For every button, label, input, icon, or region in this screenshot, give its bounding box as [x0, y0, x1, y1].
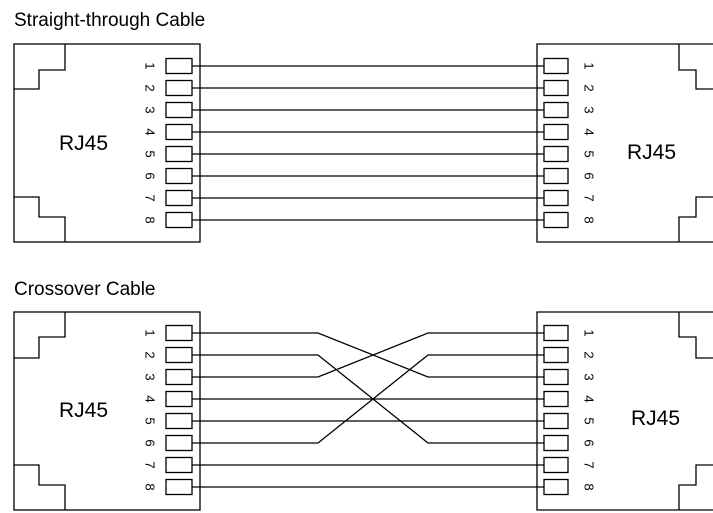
right-pin-number: 2 — [582, 84, 597, 91]
right-pin-box — [543, 145, 569, 163]
right-top-latch — [678, 312, 713, 359]
left-pin-number: 6 — [143, 172, 158, 179]
left-pin-box — [165, 346, 193, 364]
right-connector-body — [536, 311, 713, 511]
left-pin-box — [165, 478, 193, 496]
left-rj45-connector: RJ45 — [13, 43, 201, 243]
right-pin-number: 5 — [582, 417, 597, 424]
left-bottom-latch — [14, 196, 66, 242]
right-pin-number: 1 — [582, 329, 597, 336]
right-pin-box — [543, 368, 569, 386]
left-pin-box — [165, 145, 193, 163]
right-pin-number: 3 — [582, 106, 597, 113]
right-pin-box — [543, 57, 569, 75]
right-pin-box — [543, 167, 569, 185]
pins-left-straight-through: 1 2 3 4 5 6 7 8 — [143, 57, 193, 229]
right-connector-body — [536, 43, 713, 243]
left-top-latch — [14, 44, 66, 90]
right-rj45-connector: RJ45 — [536, 43, 713, 243]
right-pin-box — [543, 434, 569, 452]
left-pin-box — [165, 167, 193, 185]
left-pin-number: 1 — [143, 62, 158, 69]
left-pin-number: 2 — [143, 351, 158, 358]
left-top-latch — [14, 312, 66, 359]
left-bottom-latch — [14, 464, 66, 510]
left-pin-number: 1 — [143, 329, 158, 336]
left-rj45-label: RJ45 — [59, 132, 108, 155]
right-pin-box — [543, 456, 569, 474]
right-pin-box — [543, 346, 569, 364]
right-top-latch — [678, 44, 713, 90]
left-pin-box — [165, 456, 193, 474]
left-pin-number: 6 — [143, 439, 158, 446]
left-pin-number: 7 — [143, 194, 158, 201]
left-pin-box — [165, 390, 193, 408]
pins-right-straight-through: 1 2 3 4 5 6 7 8 — [543, 57, 597, 229]
right-pin-box — [543, 211, 569, 229]
right-rj45-label: RJ45 — [631, 407, 680, 430]
left-pin-box — [165, 123, 193, 141]
right-pin-box — [543, 390, 569, 408]
left-rj45-connector-crossover: RJ45 — [13, 311, 201, 511]
pins-right-crossover: 1 2 3 4 5 6 7 8 — [543, 324, 597, 496]
left-pin-box — [165, 324, 193, 342]
right-pin-number: 2 — [582, 351, 597, 358]
left-pin-box — [165, 101, 193, 119]
left-pin-number: 3 — [143, 106, 158, 113]
right-pin-number: 8 — [582, 483, 597, 490]
left-pin-number: 4 — [143, 128, 158, 135]
right-pin-number: 4 — [582, 128, 597, 135]
left-pin-box — [165, 79, 193, 97]
right-pin-number: 7 — [582, 461, 597, 468]
right-bottom-latch — [678, 196, 713, 242]
right-pin-number: 1 — [582, 62, 597, 69]
left-pin-box — [165, 57, 193, 75]
crossover-diagram: Crossover Cable RJ45 RJ45 1 2 3 4 5 6 7 8 1 2 3 4 5… — [13, 279, 713, 511]
left-pin-number: 8 — [143, 216, 158, 223]
wires-crossover — [192, 332, 544, 488]
left-pin-box — [165, 434, 193, 452]
pins-left-crossover: 1 2 3 4 5 6 7 8 — [143, 324, 193, 496]
left-connector-body — [13, 43, 201, 243]
left-pin-number: 5 — [143, 150, 158, 157]
left-pin-number: 4 — [143, 395, 158, 402]
left-connector-body — [13, 311, 201, 511]
straight-through-title: Straight-through Cable — [14, 10, 205, 31]
right-pin-box — [543, 79, 569, 97]
left-pin-box — [165, 211, 193, 229]
left-pin-box — [165, 368, 193, 386]
right-pin-box — [543, 189, 569, 207]
right-rj45-label: RJ45 — [627, 141, 676, 164]
left-pin-number: 8 — [143, 483, 158, 490]
wire-6-to-2 — [192, 354, 544, 444]
left-pin-box — [165, 412, 193, 430]
right-pin-number: 8 — [582, 216, 597, 223]
right-pin-number: 6 — [582, 439, 597, 446]
right-pin-number: 5 — [582, 150, 597, 157]
right-pin-box — [543, 478, 569, 496]
left-pin-number: 7 — [143, 461, 158, 468]
wire-3-to-1 — [192, 332, 544, 378]
right-pin-number: 7 — [582, 194, 597, 201]
left-pin-number: 5 — [143, 417, 158, 424]
right-pin-box — [543, 101, 569, 119]
right-bottom-latch — [678, 464, 713, 510]
right-pin-box — [543, 412, 569, 430]
right-pin-box — [543, 324, 569, 342]
right-pin-box — [543, 123, 569, 141]
straight-through-diagram: Straight-through Cable RJ45 RJ45 1 2 3 4 5 6 7… — [13, 10, 713, 243]
crossover-title: Crossover Cable — [14, 279, 156, 300]
left-pin-box — [165, 189, 193, 207]
left-pin-number: 3 — [143, 373, 158, 380]
right-pin-number: 3 — [582, 373, 597, 380]
right-pin-number: 4 — [582, 395, 597, 402]
right-pin-number: 6 — [582, 172, 597, 179]
left-pin-number: 2 — [143, 84, 158, 91]
left-rj45-label: RJ45 — [59, 399, 108, 422]
wires-straight-through — [192, 65, 544, 221]
right-rj45-connector-crossover: RJ45 — [536, 311, 713, 511]
